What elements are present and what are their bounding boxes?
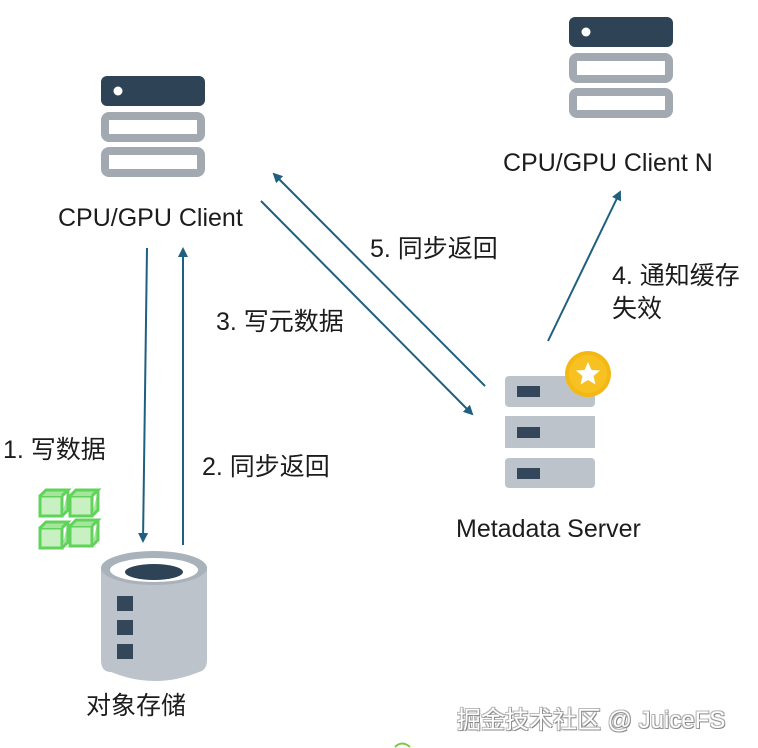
client-server-icon	[101, 76, 205, 177]
decorative-mark	[394, 742, 411, 748]
arrow-step-3	[260, 200, 474, 416]
client-n-label: CPU/GPU Client N	[503, 149, 713, 177]
arrow-step-1	[138, 247, 149, 543]
metadata-server-label: Metadata Server	[456, 515, 641, 543]
step-2-label: 2. 同步返回	[202, 453, 330, 481]
object-storage-icon	[101, 551, 207, 681]
step-4-label-line2: 失效	[612, 295, 663, 323]
step-4-label-line1: 4. 通知缓存	[612, 262, 740, 290]
step-1-label: 1. 写数据	[3, 436, 106, 464]
data-blocks-icon	[38, 488, 102, 550]
star-badge-icon	[565, 351, 611, 397]
watermark: 掘金技术社区 @ JuiceFS	[457, 707, 726, 734]
object-storage-label: 对象存储	[86, 692, 187, 720]
client-n-server-icon	[569, 17, 673, 118]
step-3-label: 3. 写元数据	[216, 308, 344, 336]
arrow-step-5	[272, 172, 486, 387]
client-label: CPU/GPU Client	[58, 204, 243, 232]
arrow-step-4	[547, 190, 622, 342]
step-5-label: 5. 同步返回	[370, 235, 498, 263]
